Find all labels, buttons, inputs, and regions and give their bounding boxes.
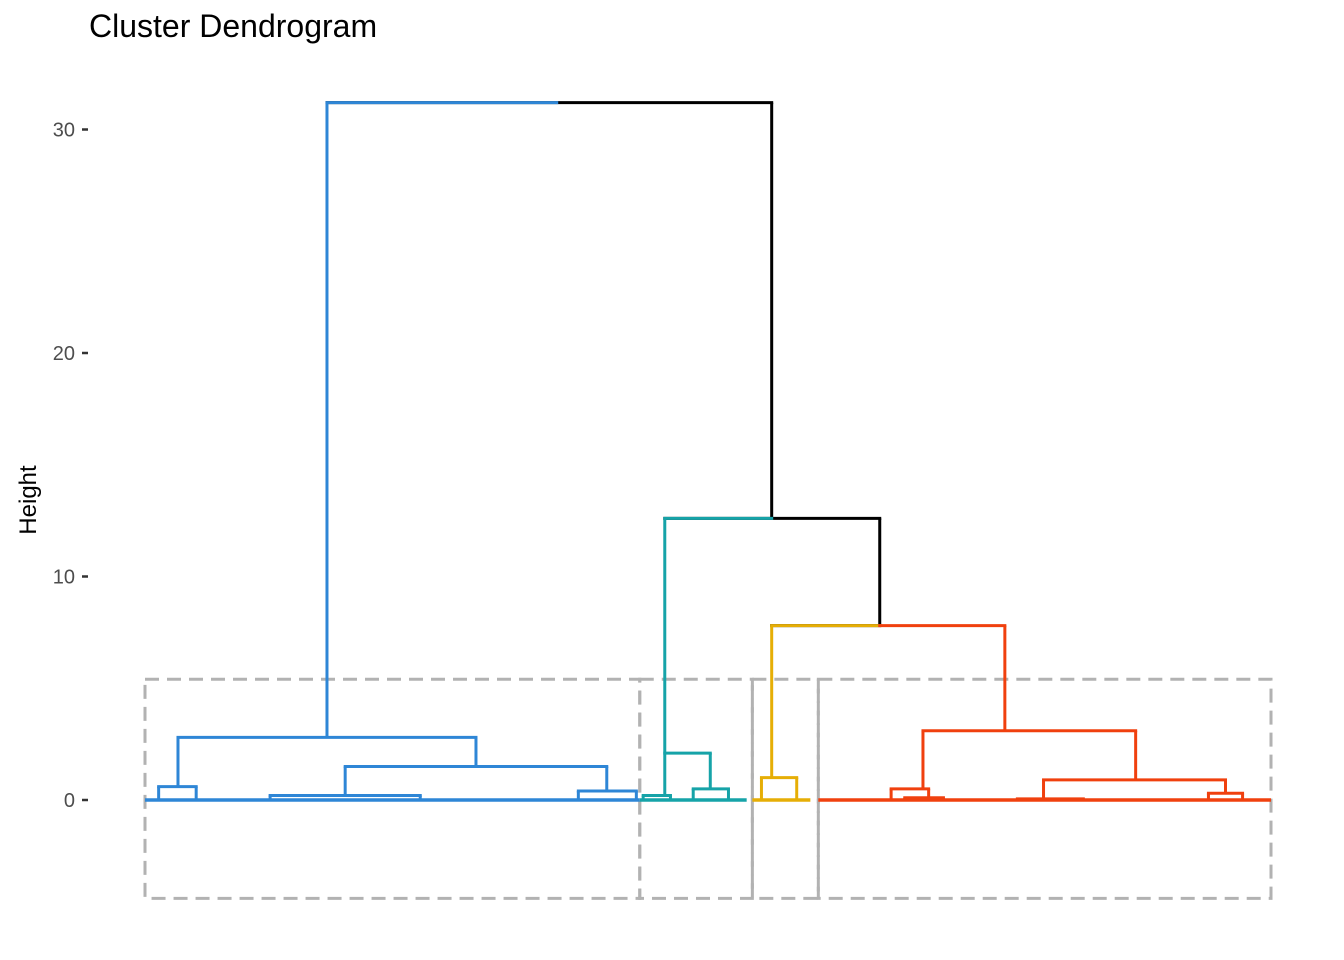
branch-layer — [157, 101, 1245, 801]
y-tick-label: 0 — [64, 790, 75, 812]
cluster-rect-layer — [143, 677, 1273, 900]
cluster-rect — [750, 677, 820, 900]
y-tick-label: 20 — [53, 343, 75, 365]
chart-title: Cluster Dendrogram — [89, 8, 378, 44]
y-axis-label: Height — [15, 465, 42, 535]
y-tick-label: 30 — [53, 120, 75, 142]
cluster-rect — [638, 677, 754, 900]
y-axis: 0 10 20 30 — [53, 120, 88, 812]
y-tick-label: 10 — [53, 567, 75, 589]
cluster-rect — [816, 677, 1273, 900]
cluster-rect — [143, 677, 642, 900]
